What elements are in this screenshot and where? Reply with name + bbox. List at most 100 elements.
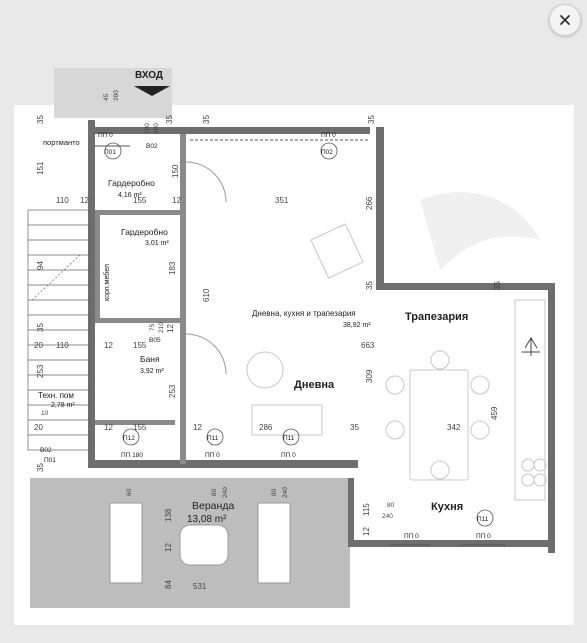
dim: 35 [365, 281, 374, 290]
dim: 210 [158, 322, 165, 333]
code-b02a: В02 [146, 143, 158, 150]
room-kitchen: Кухня [431, 501, 463, 513]
dim: 610 [202, 288, 211, 302]
room-living-full: Дневна, кухня и трапезария [252, 309, 356, 318]
entrance-label: ВХОД [135, 70, 163, 81]
dim: 110 [56, 341, 69, 350]
dim: 280 [153, 123, 160, 134]
code-pp0e: ПП 0 [404, 533, 419, 540]
dim: 309 [365, 369, 374, 383]
dim: 12 [166, 324, 175, 333]
code-markers [104, 142, 494, 527]
dim: 35 [36, 115, 45, 124]
dim: 75 [149, 323, 156, 331]
dim: 80 [387, 502, 395, 509]
code-pp0d: ПП 0 [281, 452, 296, 459]
code-b02b: В02 [40, 447, 52, 454]
room-tech: Техн. пом [38, 391, 74, 400]
code-p02: П02 [321, 149, 333, 156]
dim: 138 [164, 508, 173, 522]
dim: 115 [362, 503, 371, 516]
dim: 12 [80, 196, 89, 205]
room-wardrobe1: Гардеробно [108, 178, 155, 188]
code-p01b: П01 [44, 457, 56, 464]
dim: 155 [133, 341, 147, 350]
dim: 12 [172, 196, 181, 205]
exterior-walls [88, 120, 555, 553]
room-veranda-area: 13,08 m² [187, 514, 227, 525]
dim: 35 [165, 115, 174, 124]
dim: 35 [36, 463, 45, 472]
room-tech-area: 2,78 m² [51, 402, 75, 409]
dim: 10 [41, 410, 49, 417]
dim: 150 [171, 164, 180, 178]
dim: 253 [168, 384, 177, 398]
dim: 20 [34, 423, 43, 432]
dim: 94 [36, 261, 45, 270]
dim: 151 [36, 161, 45, 175]
dim: 459 [490, 406, 499, 420]
stairs [27, 209, 91, 451]
dim: 280 [113, 90, 120, 101]
code-p12: П12 [123, 435, 135, 442]
dim: 286 [259, 423, 273, 432]
code-p01a: П01 [104, 149, 116, 156]
dim: 266 [365, 196, 374, 210]
dim: 100 [144, 123, 151, 134]
close-button[interactable] [549, 4, 581, 36]
dim: 253 [36, 364, 45, 378]
dim: 12 [193, 423, 202, 432]
dim: 12 [164, 543, 173, 552]
code-pp180: ПП 180 [121, 452, 143, 459]
dim: 12 [104, 423, 113, 432]
code-pp0f: ПП 0 [476, 533, 491, 540]
watermark-logo [420, 192, 540, 270]
room-wardrobe2-area: 3,01 m² [145, 240, 169, 247]
compass-icon [522, 337, 540, 356]
dim: 84 [164, 580, 173, 589]
code-pp0a: ПП 0 [98, 132, 113, 139]
dim: 35 [367, 115, 376, 124]
room-bath-area: 3,92 m² [140, 368, 164, 375]
openings [95, 139, 505, 546]
dim: 80 [271, 488, 278, 496]
entrance-arrow-icon [134, 86, 170, 96]
dim: 20 [34, 341, 43, 350]
room-living-full-area: 38,92 m² [343, 322, 371, 329]
dim: 12 [362, 527, 371, 536]
interior-walls [95, 134, 186, 464]
dim: 12 [104, 341, 113, 350]
room-portmanto: портманто [43, 138, 80, 147]
dim: 35 [202, 115, 211, 124]
furniture [246, 223, 547, 501]
dim: 183 [168, 261, 177, 275]
code-p11b: П11 [283, 435, 295, 442]
dim: 663 [361, 341, 375, 350]
code-pp0b: ПП 0 [321, 132, 336, 139]
close-icon [560, 15, 570, 25]
dim: 155 [133, 423, 147, 432]
dim: 342 [447, 423, 461, 432]
room-bath: Баня [140, 354, 160, 364]
dim: 35 [350, 423, 359, 432]
room-korp: корп.мебел [103, 264, 111, 301]
dim: 240 [222, 487, 229, 498]
dim: 35 [36, 323, 45, 332]
dim: 80 [211, 488, 218, 496]
dim: 60 [126, 488, 133, 496]
code-b05: В05 [149, 337, 161, 344]
dim: 110 [56, 196, 69, 205]
code-p11c: П11 [477, 516, 489, 523]
room-veranda: Веранда [192, 500, 234, 512]
dim: 155 [133, 196, 147, 205]
dim: 351 [275, 196, 289, 205]
veranda-furniture [109, 502, 291, 584]
code-pp0c: ПП 0 [205, 452, 220, 459]
room-dining: Трапезария [405, 311, 468, 323]
dim: 35 [493, 281, 502, 290]
dim: 240 [382, 513, 393, 520]
code-p11a: П11 [207, 435, 219, 442]
dim: 45 [103, 93, 110, 101]
